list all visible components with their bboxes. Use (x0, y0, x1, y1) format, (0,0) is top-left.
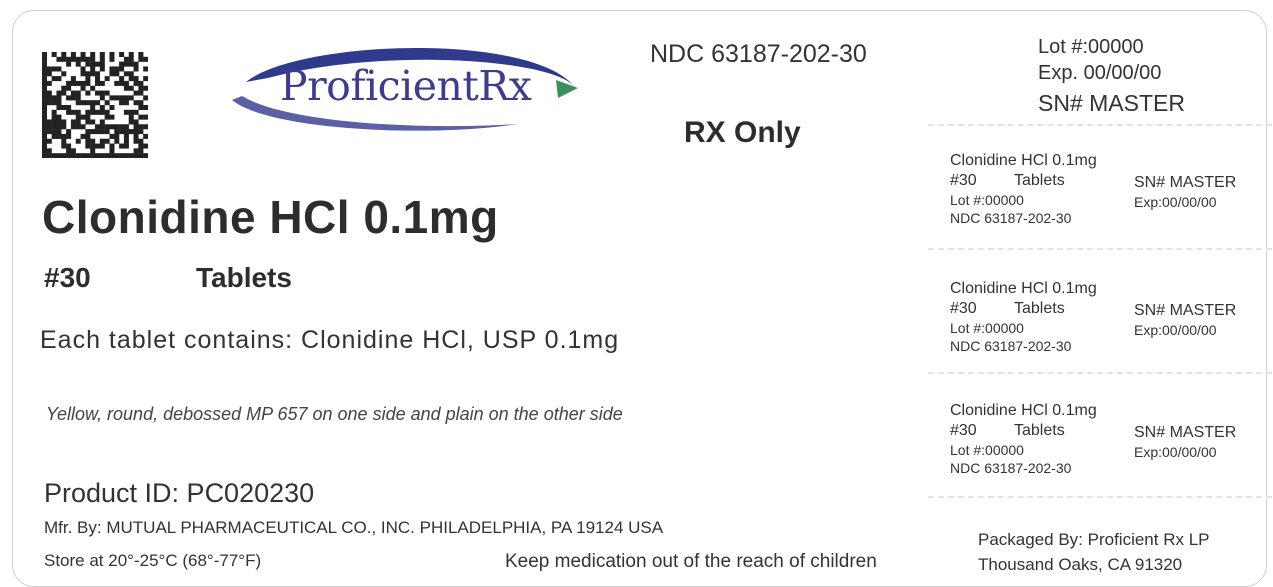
expiration-date: Exp. 00/00/00 (1038, 62, 1162, 84)
sticker-count: #30 (950, 172, 977, 189)
sticker-form: Tablets (1014, 300, 1065, 317)
peel-sticker: Clonidine HCl 0.1mg #30 Tablets Lot #:00… (950, 280, 1250, 390)
sticker-exp: Exp:00/00/00 (1134, 322, 1217, 338)
sticker-count: #30 (950, 300, 977, 317)
sticker-ndc: NDC 63187-202-30 (950, 210, 1072, 226)
ingredient-statement: Each tablet contains: Clonidine HCl, USP… (40, 326, 620, 354)
peel-sticker: Clonidine HCl 0.1mg #30 Tablets Lot #:00… (950, 402, 1250, 512)
child-warning: Keep medication out of the reach of chil… (505, 551, 877, 572)
sticker-divider (928, 124, 1272, 126)
peel-sticker: Clonidine HCl 0.1mg #30 Tablets Lot #:00… (950, 152, 1250, 262)
drug-name: Clonidine HCl 0.1mg (42, 191, 499, 243)
sticker-lot: Lot #:00000 (950, 320, 1024, 336)
datamatrix-barcode-icon (42, 52, 148, 158)
tablet-count: #30 (44, 262, 91, 293)
sticker-count: #30 (950, 422, 977, 439)
ndc-number: NDC 63187-202-30 (650, 40, 867, 68)
sticker-exp: Exp:00/00/00 (1134, 194, 1217, 210)
storage-instructions: Store at 20°-25°C (68°-77°F) (44, 551, 262, 570)
sticker-form: Tablets (1014, 422, 1065, 439)
manufacturer-info: Mfr. By: MUTUAL PHARMACEUTICAL CO., INC.… (44, 518, 664, 537)
sticker-ndc: NDC 63187-202-30 (950, 460, 1072, 476)
sticker-divider (928, 248, 1272, 250)
serial-number: SN# MASTER (1038, 90, 1185, 116)
sticker-sn: SN# MASTER (1134, 424, 1237, 441)
sticker-divider (928, 496, 1272, 498)
sticker-lot: Lot #:00000 (950, 192, 1024, 208)
product-id: Product ID: PC020230 (44, 478, 315, 508)
sticker-exp: Exp:00/00/00 (1134, 444, 1217, 460)
dosage-form: Tablets (196, 262, 292, 293)
sticker-sn: SN# MASTER (1134, 174, 1237, 191)
packager-address: Thousand Oaks, CA 91320 (978, 555, 1183, 574)
tablet-description: Yellow, round, debossed MP 657 on one si… (46, 404, 623, 424)
sticker-sn: SN# MASTER (1134, 302, 1237, 319)
sticker-ndc: NDC 63187-202-30 (950, 338, 1072, 354)
logo-wordmark: ProficientRx (280, 62, 532, 110)
sticker-drug-name: Clonidine HCl 0.1mg (950, 402, 1097, 419)
sticker-form: Tablets (1014, 172, 1065, 189)
rx-only-label: RX Only (684, 116, 801, 149)
sticker-drug-name: Clonidine HCl 0.1mg (950, 280, 1097, 297)
lot-number: Lot #:00000 (1038, 36, 1144, 58)
packager-name: Packaged By: Proficient Rx LP (978, 530, 1210, 549)
sticker-lot: Lot #:00000 (950, 442, 1024, 458)
sticker-divider (928, 372, 1272, 374)
label-border (12, 10, 1267, 587)
proficientrx-logo: ProficientRx (228, 38, 580, 138)
logo-swoosh-icon (232, 47, 578, 131)
sticker-drug-name: Clonidine HCl 0.1mg (950, 152, 1097, 169)
